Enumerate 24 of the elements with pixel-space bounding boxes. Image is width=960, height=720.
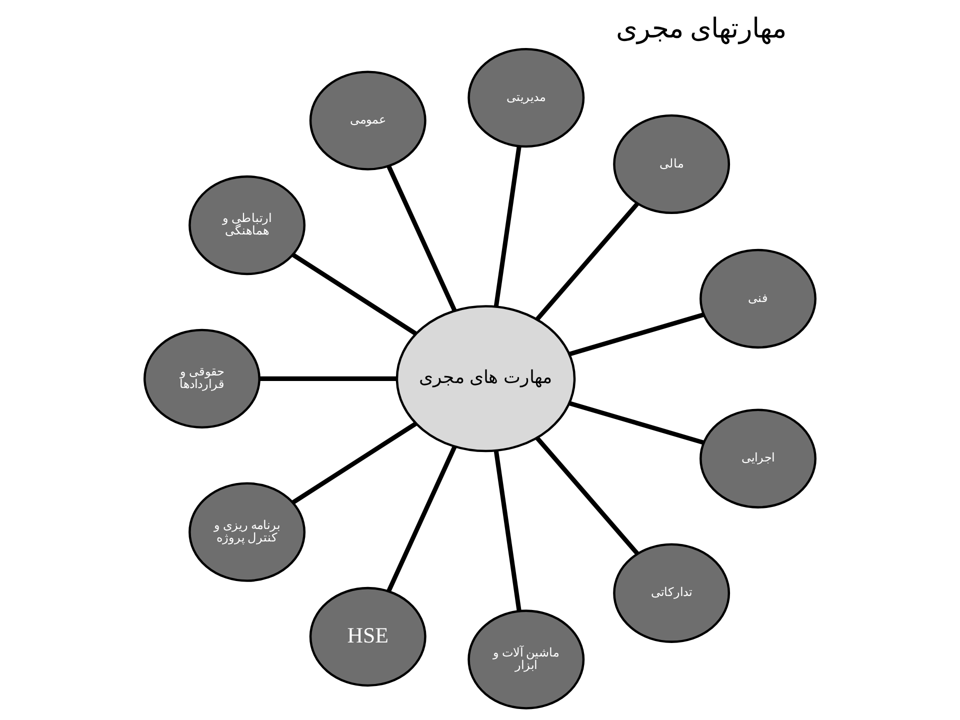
connector (569, 312, 704, 356)
diagram-title: مهارتهای مجری (616, 13, 786, 44)
connector (535, 202, 640, 321)
node-ellipse: اجرایی (700, 408, 816, 508)
node-ellipse: عمومی (309, 70, 426, 170)
connector (386, 446, 457, 592)
node-ellipse: HSE (309, 586, 426, 687)
node-ellipse: برنامه ریزی و کنترل پروژه (188, 482, 306, 582)
connector (569, 401, 704, 445)
node-ellipse: مدیریتی (468, 48, 585, 148)
connector (494, 450, 522, 612)
connector (535, 436, 640, 556)
node-ellipse: ماشین آلات و ابزار (468, 610, 585, 710)
node-ellipse: ارتباطی و هماهنگی (188, 175, 306, 276)
connector (292, 252, 417, 336)
connector (494, 146, 522, 308)
connector (386, 165, 457, 312)
node-ellipse: فنی (700, 248, 816, 349)
node-ellipse: مهارت های مجری (396, 305, 576, 452)
connector (259, 376, 397, 381)
node-ellipse: حقوقی و قراردادها (144, 328, 260, 428)
node-ellipse: تدارکاتی (613, 543, 730, 643)
node-ellipse: مالی (613, 114, 730, 214)
connector (292, 422, 417, 505)
